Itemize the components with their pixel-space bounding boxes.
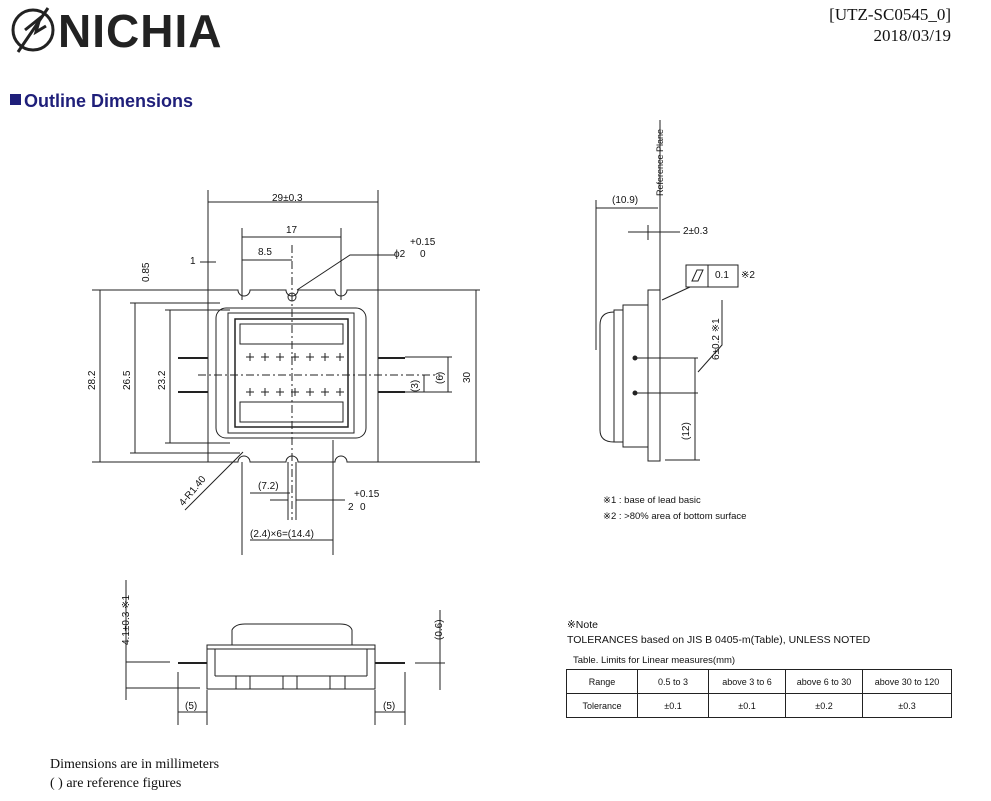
table-cell: ±0.2 xyxy=(785,693,863,718)
document-date: 2018/03/19 xyxy=(873,26,951,45)
table-cell: ±0.3 xyxy=(862,693,952,718)
document-id: [UTZ-SC0545_0] xyxy=(829,5,951,24)
dim-hole-tol-lower: 0 xyxy=(420,249,426,260)
flatness-value: 0.1 xyxy=(715,270,729,281)
note-label: ※Note xyxy=(567,619,598,631)
tolerance-table: Range 0.5 to 3 above 3 to 6 above 6 to 3… xyxy=(566,669,952,718)
dim-lead-length-left: (5) xyxy=(185,701,198,712)
side-view xyxy=(595,120,739,462)
tolerance-table-caption: Table. Limits for Linear measures(mm) xyxy=(573,655,736,666)
dim-hole-diameter: ϕ2 xyxy=(394,249,406,260)
dim-lead-length-right: (5) xyxy=(383,701,396,712)
dim-hole-tol-upper: +0.15 xyxy=(410,237,436,248)
dim-lead-thickness: (0.6) xyxy=(434,619,445,640)
dim-hole-pitch: 17 xyxy=(286,225,298,236)
side-note-2: ※2 : >80% area of bottom surface xyxy=(603,511,747,522)
table-cell: ±0.1 xyxy=(708,693,786,718)
dim-height-30: 30 xyxy=(462,371,473,383)
table-cell: above 30 to 120 xyxy=(862,669,952,694)
dim-slot-tol-lower: 0 xyxy=(360,502,366,513)
table-cell: Range xyxy=(566,669,638,694)
dim-height-26: 26.5 xyxy=(122,370,133,390)
dim-slot-tol-upper: +0.15 xyxy=(354,489,380,500)
footer-units: Dimensions are in millimeters xyxy=(50,757,220,772)
dim-height-28: 28.2 xyxy=(87,370,98,390)
dim-slot-width: 2 xyxy=(348,502,354,513)
front-view xyxy=(125,580,445,725)
section-title: Outline Dimensions xyxy=(24,91,194,111)
table-cell: above 6 to 30 xyxy=(785,669,863,694)
dim-hole-offset: 0.85 xyxy=(141,262,152,282)
dim-half-pitch: 8.5 xyxy=(258,247,272,258)
tolerance-title: TOLERANCES based on JIS B 0405-m(Table),… xyxy=(567,634,871,646)
dim-offset-72: (7.2) xyxy=(258,481,279,492)
table-cell: ±0.1 xyxy=(637,693,709,718)
section-marker-icon xyxy=(10,94,21,105)
top-view xyxy=(92,190,480,555)
dim-row-pitch-3: (3) xyxy=(410,379,421,392)
reference-plane-label: Reference Plane xyxy=(655,128,665,196)
nichia-logo xyxy=(11,7,55,53)
table-row: Range 0.5 to 3 above 3 to 6 above 6 to 3… xyxy=(566,669,952,694)
dim-lead-height: 6±0.2 ※1 xyxy=(711,318,722,360)
dim-plate-thickness: 2±0.3 xyxy=(683,226,708,237)
dim-depth: (10.9) xyxy=(612,195,639,206)
flatness-note: ※2 xyxy=(741,270,755,281)
dim-edge-offset: 1 xyxy=(190,256,196,267)
dim-array-pitch: (2.4)×6=(14.4) xyxy=(250,529,314,540)
brand-logo-text: NICHIA xyxy=(58,5,223,57)
table-cell: 0.5 to 3 xyxy=(637,669,709,694)
dim-height-23: 23.2 xyxy=(157,370,168,390)
dim-row-pitch-6: (6) xyxy=(435,371,446,384)
table-cell: Tolerance xyxy=(566,693,638,718)
footer-reference: ( ) are reference figures xyxy=(50,776,182,791)
dim-lead-base: (12) xyxy=(681,422,692,440)
table-row: Tolerance ±0.1 ±0.1 ±0.2 ±0.3 xyxy=(566,693,952,718)
dim-width-overall: 29±0.3 xyxy=(272,193,303,204)
table-cell: above 3 to 6 xyxy=(708,669,786,694)
side-note-1: ※1 : base of lead basic xyxy=(603,495,701,506)
dim-front-height: 4.1±0.3 ※1 xyxy=(121,594,132,645)
